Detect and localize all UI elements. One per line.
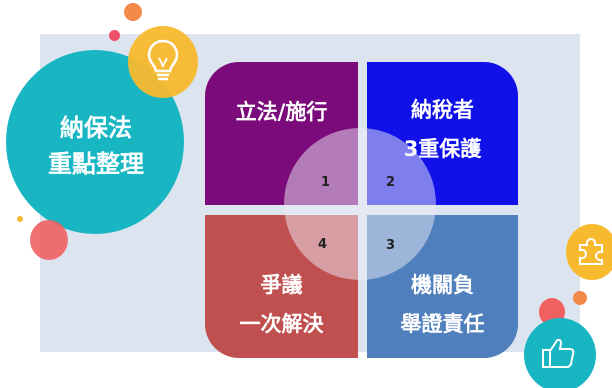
quadrant-3-line-2: 舉證責任: [400, 311, 485, 336]
orange-dot-right: [573, 291, 587, 305]
lightbulb-circle: [128, 26, 198, 98]
pink-dot: [109, 30, 120, 41]
quadrant-2-line-1: 納稅者: [411, 97, 474, 122]
diagram-title: 納保法 重點整理: [36, 110, 156, 182]
quadrant-3-number: 3: [386, 238, 396, 253]
quadrant-3-line-1: 機關負: [411, 272, 474, 297]
title-line-1: 納保法: [60, 114, 132, 142]
thumbs-up-icon: [542, 338, 575, 368]
puzzle-icon: [579, 237, 603, 265]
quadrant-2-number: 2: [386, 175, 396, 190]
small-yellow-dot: [17, 216, 23, 222]
quadrant-4-line-1: 爭議: [260, 272, 303, 297]
lightbulb-icon: [147, 39, 179, 81]
thumbs-up-circle: [524, 318, 596, 388]
coral-circle-left: [30, 220, 68, 260]
puzzle-circle: [566, 224, 612, 280]
orange-dot: [124, 3, 142, 21]
title-line-2: 重點整理: [48, 150, 144, 178]
quadrant-1-number: 1: [321, 175, 331, 190]
center-overlay-circle: [284, 128, 436, 280]
quadrant-4-line-2: 一次解決: [239, 311, 324, 336]
quadrant-1-label: 立法/施行: [235, 100, 328, 125]
quadrant-4-number: 4: [318, 237, 328, 252]
